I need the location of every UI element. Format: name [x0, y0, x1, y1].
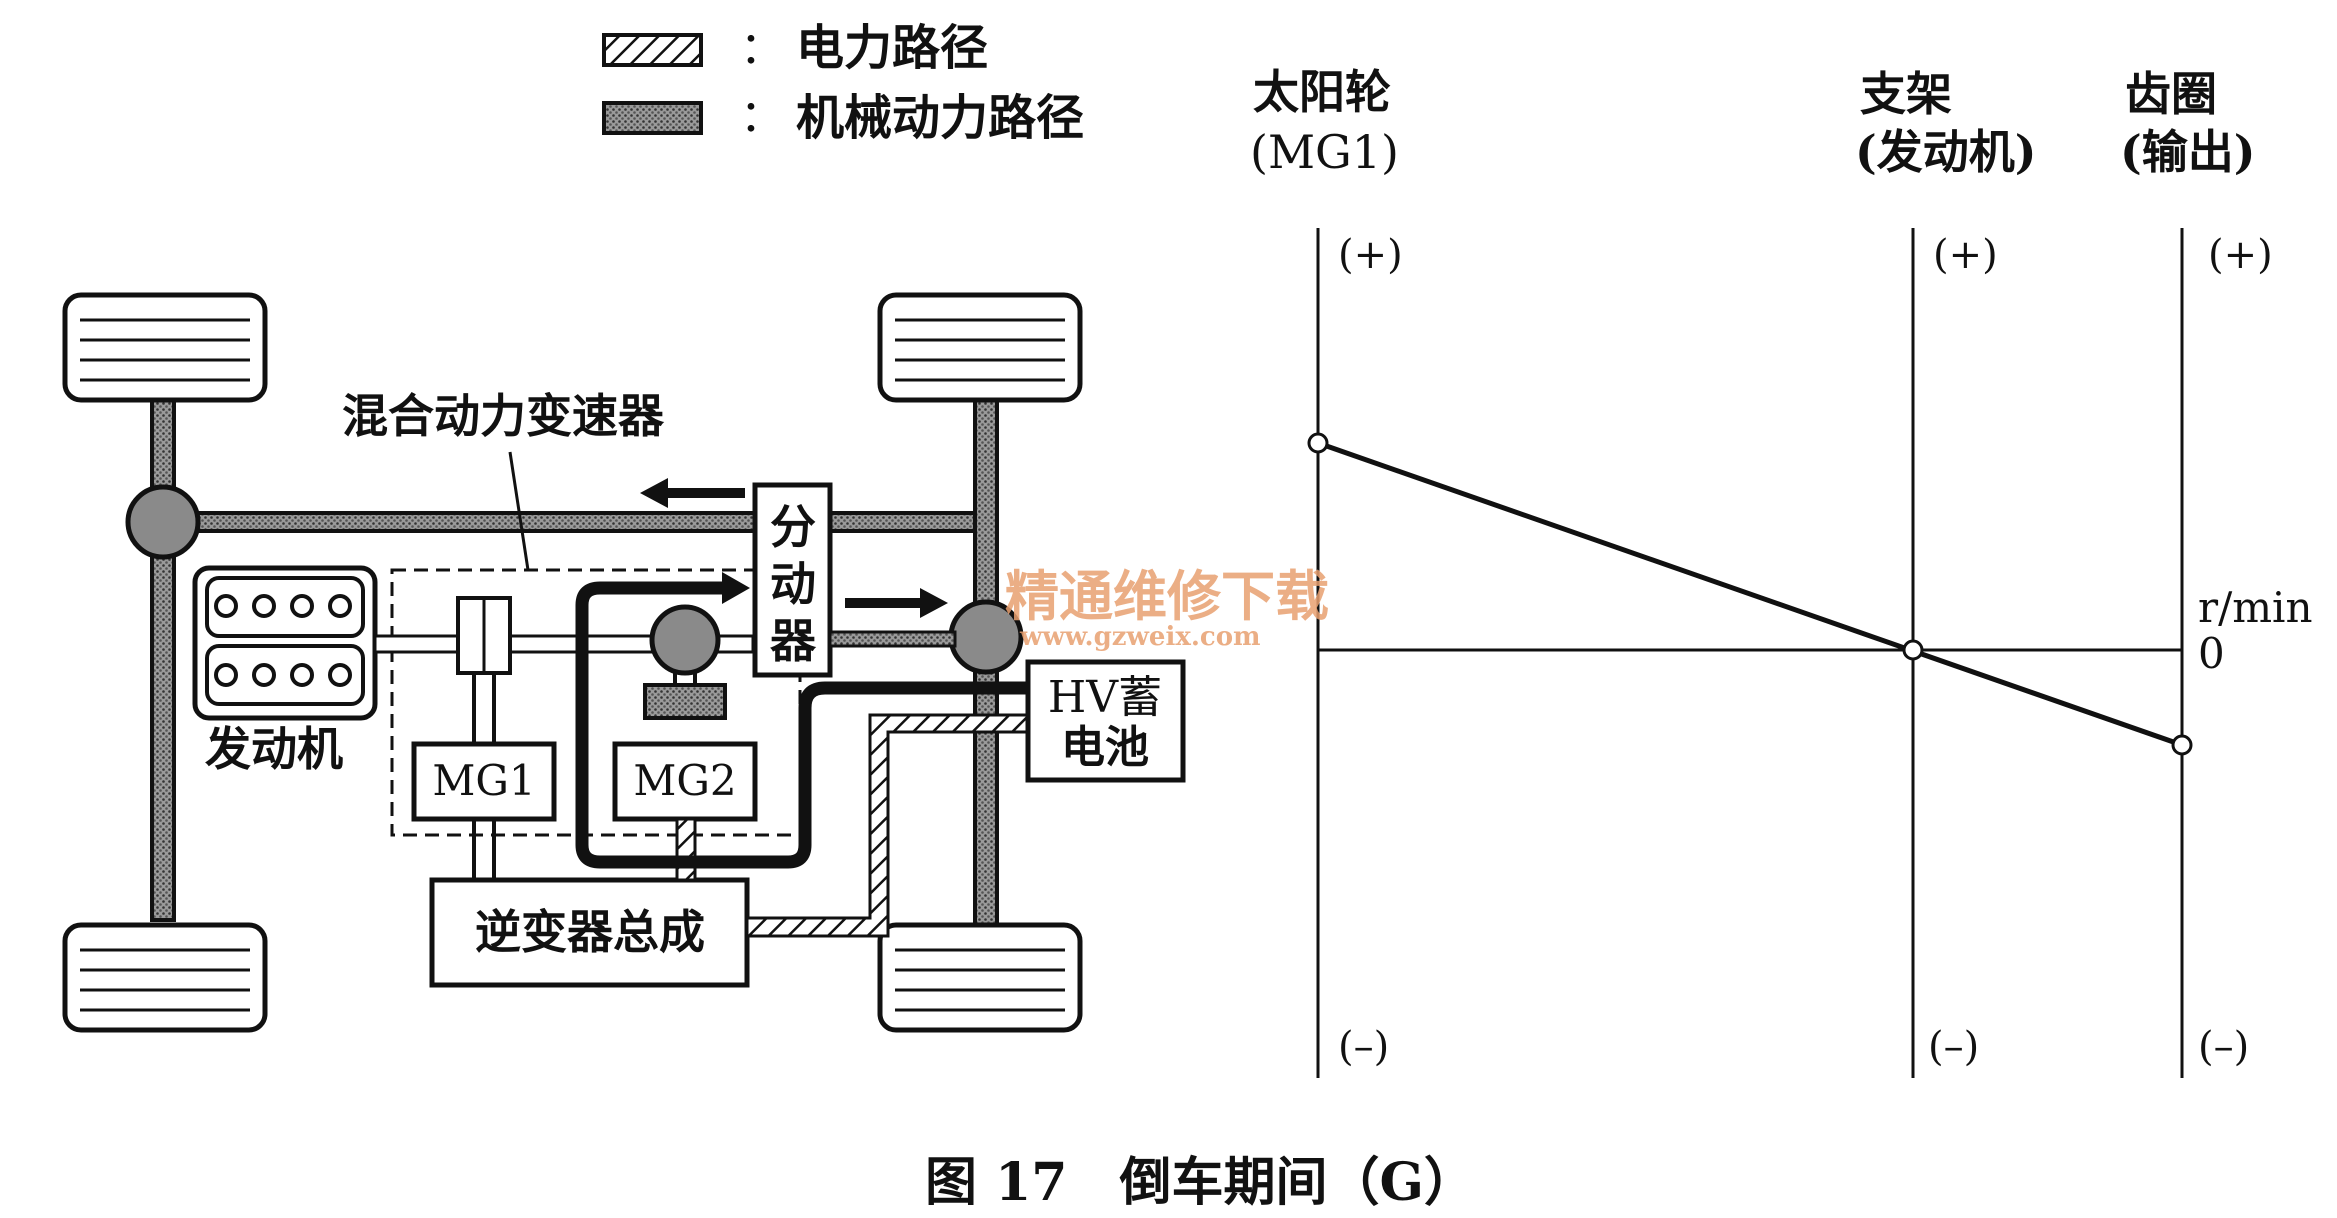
wheel-front-left	[62, 292, 268, 403]
transfer-label-1: 分	[770, 500, 816, 554]
ring-gear-minus: (–)	[2198, 1024, 2249, 1070]
hv-battery-label-2: 电池	[1061, 722, 1149, 773]
propeller-shaft	[178, 511, 977, 533]
sun-gear-minus: (–)	[1338, 1024, 1389, 1070]
transfer-arrow-right	[845, 588, 948, 618]
drivetrain-diagram: 混合动力变速器 发动机 MG1	[62, 292, 1186, 1033]
transfer-label-2: 动	[770, 557, 816, 611]
power-flow-path	[575, 581, 1028, 869]
ring-gear-speed-point	[2171, 734, 2193, 756]
hv-battery-label-1: HV蓄	[1048, 672, 1162, 723]
ring-gear-plus: (+)	[2208, 232, 2273, 278]
transfer-label-3: 器	[770, 614, 817, 668]
transfer-output-shaft	[828, 630, 957, 648]
mg2-label: MG2	[633, 756, 736, 805]
rpm-unit-label: r/min	[2198, 583, 2313, 632]
carrier-title: 支架	[1860, 67, 1952, 121]
legend-electric-separator: ：	[740, 23, 784, 74]
engine-label: 发动机	[205, 722, 343, 776]
watermark-url: www.gzweix.com	[1019, 622, 1261, 652]
power-flow-arrow	[722, 572, 750, 604]
mg2-inverter-link	[675, 817, 697, 882]
wheel-front-right	[877, 292, 1083, 403]
transfer-box	[752, 482, 833, 678]
legend-mechanical-separator: ：	[740, 91, 784, 142]
engine	[192, 565, 378, 721]
legend-mechanical-label: 机械动力路径	[796, 90, 1084, 146]
nomogram: 太阳轮 (MG1) 支架 (发动机) 齿圈 (输出) (+) (+) (+) (…	[1250, 65, 2313, 1078]
sun-gear-subtitle: (MG1)	[1250, 125, 1399, 179]
wheel-rear-right	[877, 922, 1083, 1033]
inverter-box	[429, 877, 750, 988]
hv-battery-box	[1025, 659, 1186, 783]
left-drive-shaft	[150, 378, 176, 922]
mg2-reduction-gear	[649, 604, 721, 676]
sun-gear-title: 太阳轮	[1253, 65, 1391, 119]
sun-gear-speed-point	[1307, 432, 1329, 454]
ring-gear-subtitle: (输出)	[2120, 125, 2256, 179]
legend-electric-label: 电力路径	[796, 20, 988, 76]
speed-line	[1317, 440, 2183, 748]
hybrid-transmission-label: 混合动力变速器	[342, 389, 665, 443]
mg2-gear-mount	[643, 683, 727, 720]
carrier-speed-point	[1902, 639, 1924, 661]
legend: ： 电力路径 ： 机械动力路径	[602, 20, 1084, 146]
left-differential	[125, 484, 201, 560]
carrier-minus: (–)	[1928, 1024, 1979, 1070]
ring-gear-title: 齿圈	[2125, 67, 2217, 121]
figure-caption: 图 17 倒车期间（G）	[925, 1152, 1476, 1213]
legend-mechanical-swatch	[602, 101, 703, 135]
inverter-label: 逆变器总成	[475, 905, 705, 959]
watermark: 精通维修下载 www.gzweix.com	[1005, 564, 1329, 652]
carrier-plus: (+)	[1933, 232, 1998, 278]
carrier-subtitle: (发动机)	[1855, 125, 2037, 179]
wheel-rear-left	[62, 922, 268, 1033]
watermark-text: 精通维修下载	[1005, 564, 1329, 628]
mg1-label: MG1	[432, 756, 535, 805]
legend-electric-swatch	[602, 33, 703, 67]
zero-label: 0	[2198, 629, 2225, 678]
propeller-arrow-left	[640, 478, 745, 508]
mg1-box	[411, 741, 557, 822]
transmission-label-leader	[508, 451, 530, 571]
sun-gear-plus: (+)	[1338, 232, 1403, 278]
